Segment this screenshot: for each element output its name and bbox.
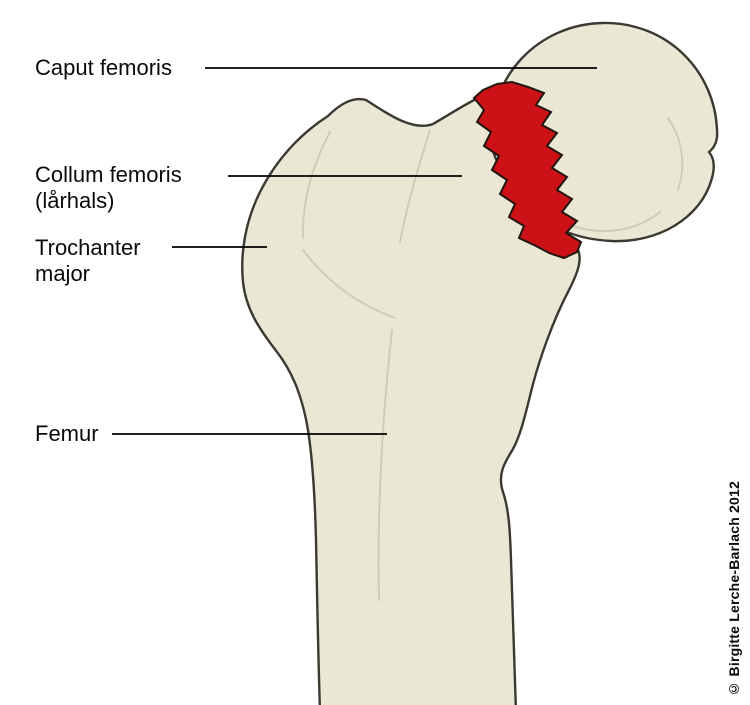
femur-body-shape bbox=[241, 96, 581, 705]
label-femur: Femur bbox=[35, 421, 99, 447]
copyright-credit: © Birgitte Lerche-Barlach 2012 bbox=[726, 481, 742, 697]
label-trochanter-major-line2: major bbox=[35, 261, 91, 286]
label-collum-femoris: Collum femoris (lårhals) bbox=[35, 162, 182, 214]
label-caput-femoris: Caput femoris bbox=[35, 55, 172, 81]
label-trochanter-major-line1: Trochanter bbox=[35, 235, 141, 260]
label-caput-femoris-text: Caput femoris bbox=[35, 55, 172, 80]
label-collum-femoris-line1: Collum femoris bbox=[35, 162, 182, 187]
label-trochanter-major: Trochanter major bbox=[35, 235, 141, 287]
label-collum-femoris-line2: (lårhals) bbox=[35, 188, 115, 213]
bone-detail-lines bbox=[301, 117, 684, 601]
label-femur-text: Femur bbox=[35, 421, 99, 446]
fracture-band-shape bbox=[472, 80, 583, 260]
